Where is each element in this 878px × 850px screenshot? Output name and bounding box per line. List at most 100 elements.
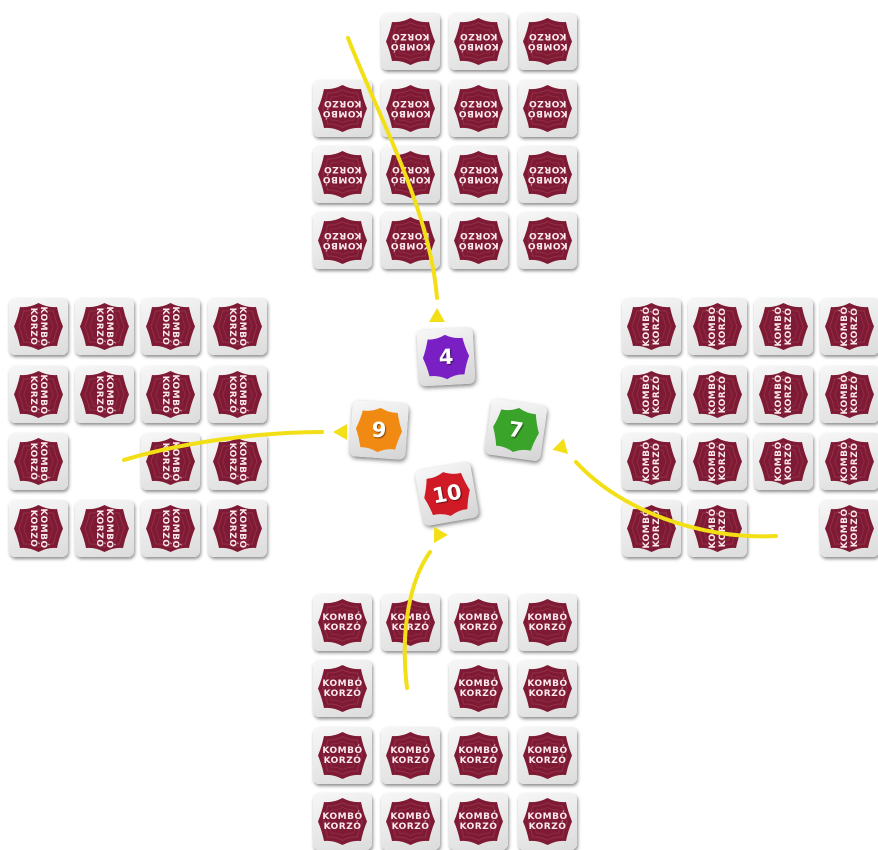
card-back-logo-line2: KORZÓ [228, 443, 238, 481]
card-back-logo-line2: KORZÓ [324, 231, 362, 241]
card-back-logo: KOMBÓKORZÓ [313, 80, 372, 137]
card-back-logo-line1: KOMBÓ [390, 812, 430, 822]
card-back-logo-line1: KOMBÓ [171, 441, 181, 481]
card-back-logo-line2: KORZÓ [529, 689, 567, 699]
card-back-logo: KOMBÓKORZÓ [381, 727, 440, 784]
card-back-logo: KOMBÓKORZÓ [689, 499, 746, 558]
card-back-logo-line1: KOMBÓ [105, 374, 115, 414]
card-back-logo: KOMBÓKORZÓ [623, 297, 680, 356]
card-back-logo: KOMBÓKORZÓ [76, 297, 133, 356]
card-back-logo: KOMBÓKORZÓ [755, 365, 812, 424]
card-back-logo-line1: KOMBÓ [840, 306, 850, 346]
card-back-logo-line2: KORZÓ [324, 623, 362, 633]
card-back-logo-line1: KOMBÓ [708, 374, 718, 414]
card-back-logo-line2: KORZÓ [652, 443, 662, 481]
card-back-logo-line2: KORZÓ [161, 308, 171, 346]
card-back-logo-line2: KORZÓ [324, 689, 362, 699]
card-back-logo: KOMBÓKORZÓ [142, 432, 199, 491]
card-back-logo-line2: KORZÓ [652, 308, 662, 346]
card-back-logo: KOMBÓKORZÓ [209, 432, 266, 491]
card-back-logo-line1: KOMBÓ [642, 374, 652, 414]
card-back-logo-line1: KOMBÓ [105, 508, 115, 548]
card-back-logo-line1: KOMBÓ [458, 241, 498, 251]
played-card-top: 4 [417, 328, 476, 387]
card-back-logo-line2: KORZÓ [784, 443, 794, 481]
card-back-logo: KOMBÓKORZÓ [821, 297, 878, 356]
card-back-logo-line2: KORZÓ [850, 510, 860, 548]
card-back-logo-line1: KOMBÓ [458, 679, 498, 689]
card-back-logo-line1: KOMBÓ [171, 508, 181, 548]
card-back-logo-line2: KORZÓ [392, 32, 430, 42]
card-back-logo-line1: KOMBÓ [458, 42, 498, 52]
card-back-logo: KOMBÓKORZÓ [209, 365, 266, 424]
card-back-logo: KOMBÓKORZÓ [381, 146, 440, 203]
card-back-logo: KOMBÓKORZÓ [10, 365, 67, 424]
played-card-value: 7 [484, 398, 547, 461]
card-back-logo: KOMBÓKORZÓ [209, 297, 266, 356]
card-back-logo-line2: KORZÓ [784, 308, 794, 346]
card-back-logo-line2: KORZÓ [718, 443, 728, 481]
card-back-logo-line2: KORZÓ [228, 308, 238, 346]
